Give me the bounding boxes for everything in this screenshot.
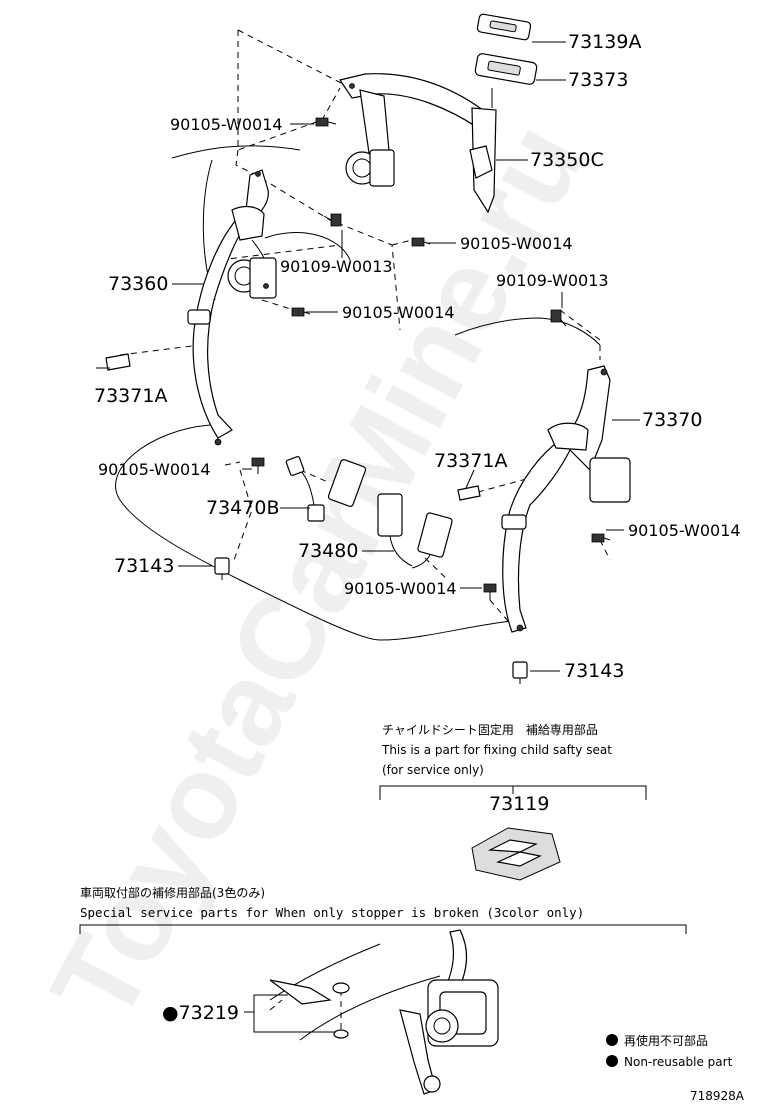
child-seat-note-service: (for service only) bbox=[382, 763, 484, 777]
legend: 再使用不可部品 Non-reusable part bbox=[606, 1033, 733, 1069]
label-90105-top: 90105-W0014 bbox=[170, 115, 283, 134]
anchor-plate-73119 bbox=[471, 827, 561, 881]
bolts bbox=[214, 117, 611, 684]
label-73480: 73480 bbox=[298, 540, 358, 562]
special-note-en: Special service parts for When only stop… bbox=[80, 905, 584, 920]
non-reusable-dot-icon bbox=[606, 1034, 618, 1046]
label-73350c: 73350C bbox=[530, 149, 604, 171]
label-73371a-right: 73371A bbox=[434, 450, 507, 472]
label-73470b: 73470B bbox=[206, 497, 279, 519]
assembly-dashed-lines bbox=[119, 29, 611, 1030]
legend-en: Non-reusable part bbox=[624, 1055, 733, 1069]
label-73360: 73360 bbox=[108, 273, 168, 295]
label-90105-bottom: 90105-W0014 bbox=[344, 579, 457, 598]
seat-belt-73370 bbox=[457, 365, 631, 633]
label-90105-left: 90105-W0014 bbox=[342, 303, 455, 322]
seat-belt-73360 bbox=[105, 169, 277, 446]
child-seat-section: チャイルドシート固定用 補給専用部品 This is a part for fi… bbox=[379, 722, 647, 881]
leader-lines bbox=[96, 41, 640, 672]
label-73119: 73119 bbox=[489, 793, 549, 815]
non-reusable-dot-icon-2 bbox=[606, 1055, 618, 1067]
label-73371a-left: 73371A bbox=[94, 385, 167, 407]
label-73219: ●73219 bbox=[162, 1002, 239, 1024]
special-service-section: 車両取付部の補修用部品(3色のみ) Special service parts … bbox=[79, 885, 687, 1095]
label-90105-mid: 90105-W0014 bbox=[460, 234, 573, 253]
legend-jp: 再使用不可部品 bbox=[624, 1033, 708, 1048]
retractor-stopper-detail bbox=[269, 929, 499, 1095]
label-90105-right: 90105-W0014 bbox=[628, 521, 741, 540]
label-73370: 73370 bbox=[642, 409, 702, 431]
special-note-jp: 車両取付部の補修用部品(3色のみ) bbox=[80, 885, 265, 900]
label-73373: 73373 bbox=[568, 69, 628, 91]
figure-id: 718928A bbox=[690, 1089, 745, 1103]
retractor-73350c bbox=[339, 13, 538, 214]
child-seat-note-en: This is a part for fixing child safty se… bbox=[381, 743, 612, 757]
label-73139a: 73139A bbox=[568, 31, 641, 53]
label-90105-lowleft: 90105-W0014 bbox=[98, 460, 211, 479]
buckle-73470b bbox=[285, 456, 367, 522]
child-seat-note-jp: チャイルドシート固定用 補給専用部品 bbox=[382, 722, 598, 737]
buckle-73480 bbox=[377, 493, 453, 569]
label-73143-right: 73143 bbox=[564, 660, 624, 682]
part-labels: 73139A 73373 90105-W0014 73350C 90105-W0… bbox=[94, 31, 741, 682]
label-90109-left: 90109-W0013 bbox=[280, 257, 393, 276]
label-90109-right: 90109-W0013 bbox=[496, 271, 609, 290]
label-73143-left: 73143 bbox=[114, 555, 174, 577]
